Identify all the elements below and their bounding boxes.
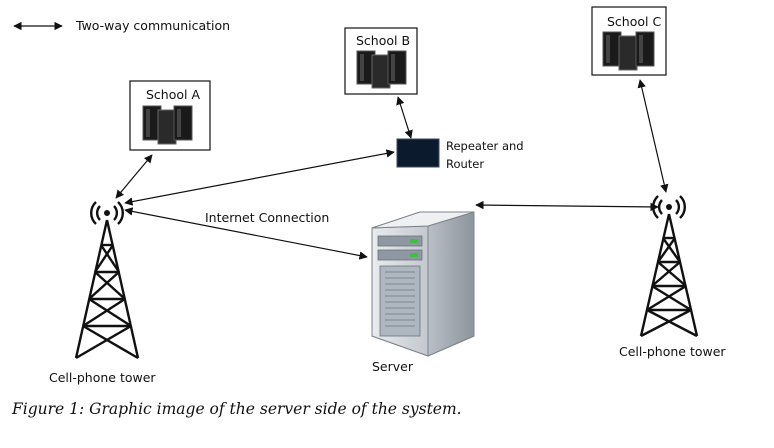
school-b: School B (344, 27, 418, 95)
arrow-server-tower-right (475, 200, 659, 212)
computers-icon (356, 50, 407, 89)
server-icon (371, 211, 475, 357)
arrow-tower-left-school-a (115, 154, 153, 199)
cell-tower-icon (639, 195, 699, 338)
cell-tower-icon (74, 201, 140, 360)
school-c: School C (591, 6, 667, 76)
tower-left-label: Cell-phone tower (49, 370, 156, 385)
tower-left: Cell-phone tower (49, 201, 156, 385)
legend: Two-way communication (13, 18, 230, 33)
server: Server (371, 211, 475, 374)
router-icon (396, 138, 440, 168)
internet-connection-label: Internet Connection (205, 210, 329, 225)
tower-right-label: Cell-phone tower (619, 344, 726, 359)
connections (115, 79, 669, 260)
computers-icon (142, 105, 193, 145)
router: Repeater and Router (396, 138, 524, 171)
school-a: School A (129, 80, 211, 151)
arrow-tower-left-server (124, 207, 368, 260)
legend-label: Two-way communication (75, 18, 230, 33)
computers-icon (602, 31, 655, 71)
router-label-line2: Router (446, 157, 484, 171)
school-a-label: School A (146, 87, 200, 102)
school-c-label: School C (607, 14, 661, 29)
school-b-label: School B (356, 33, 410, 48)
arrow-tower-left-router (124, 149, 395, 206)
server-label: Server (372, 359, 414, 374)
figure-caption: Figure 1: Graphic image of the server si… (12, 400, 462, 418)
arrow-school-b-router (396, 96, 413, 139)
router-label-line1: Repeater and (446, 139, 524, 153)
arrow-school-c-tower-right (637, 79, 669, 193)
tower-right: Cell-phone tower (619, 195, 726, 359)
